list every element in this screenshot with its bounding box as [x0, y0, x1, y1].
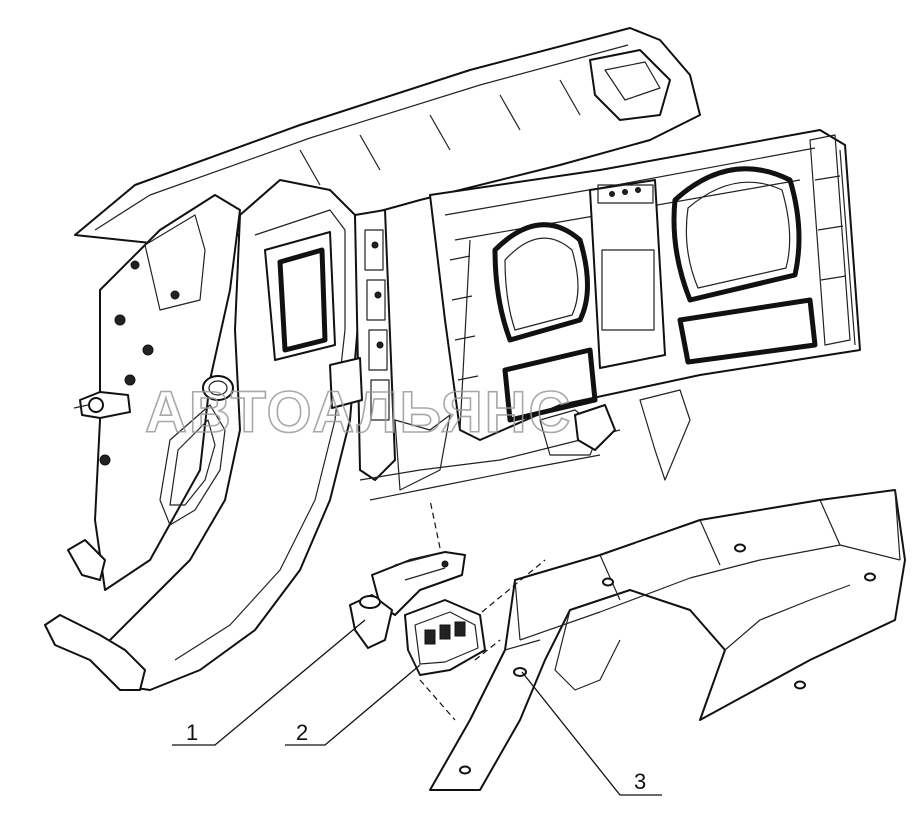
callout-label-2: 2: [296, 720, 308, 745]
callout-3: 3: [521, 671, 662, 796]
watermark-text: АВТОАЛЬЯНС: [145, 380, 572, 445]
part-3-cover-panel: [429, 489, 906, 791]
callout-2: 2: [285, 664, 421, 746]
instrument-cluster-housing: [429, 129, 861, 441]
part-1-bracket: [349, 551, 466, 649]
callout-label-3: 3: [634, 769, 646, 794]
callout-label-1: 1: [186, 720, 198, 745]
callout-1: 1: [172, 619, 366, 746]
dashboard-frame: [44, 27, 701, 691]
assembly-lines: [419, 499, 546, 721]
part-2-switch-block: [404, 599, 486, 676]
